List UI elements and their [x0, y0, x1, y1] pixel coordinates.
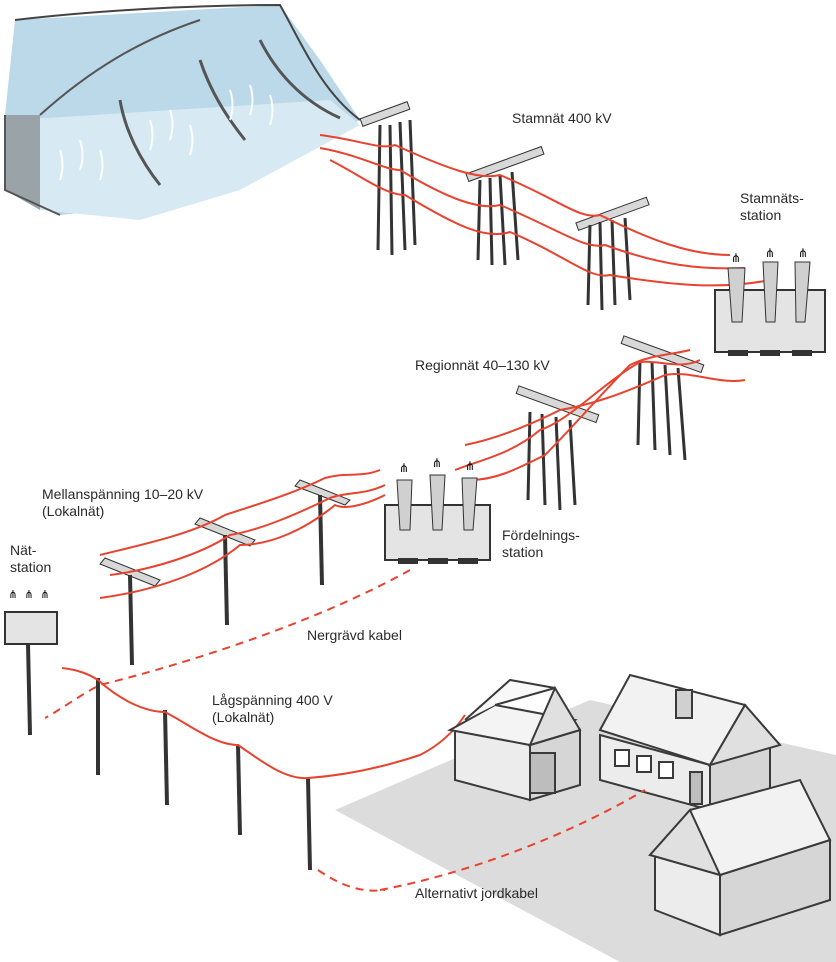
svg-text:⋔: ⋔ — [432, 456, 442, 470]
tower-4 — [620, 335, 705, 461]
svg-text:⋔: ⋔ — [8, 588, 17, 601]
label-natstation: Nät- station — [10, 542, 51, 576]
label-fordelning-line1: Fördelnings- — [502, 527, 580, 543]
label-mellanspanning-line2: (Lokalnät) — [42, 503, 105, 519]
label-fordelning-line2: station — [502, 544, 544, 560]
svg-text:⋔: ⋔ — [40, 588, 49, 601]
hydropower-dam-icon — [4, 3, 361, 280]
house-1 — [447, 678, 582, 802]
svg-text:⋔: ⋔ — [465, 459, 475, 473]
transmission-tower-icon — [515, 335, 705, 511]
label-lagspanning: Lågspänning 400 V (Lokalnät) — [212, 692, 333, 726]
label-nergravd-kabel: Nergrävd kabel — [307, 627, 402, 643]
label-natstation-line2: station — [10, 559, 52, 575]
label-mellanspanning-line1: Mellanspänning 10–20 kV — [42, 486, 204, 502]
regionnat-lines — [454, 349, 746, 481]
label-fordelningsstation: Fördelnings- station — [502, 527, 580, 561]
svg-text:⋔: ⋔ — [399, 461, 409, 475]
label-natstation-line1: Nät- — [10, 542, 37, 558]
label-stamnatsstation-line2: station — [740, 207, 782, 223]
svg-text:⋔: ⋔ — [765, 246, 775, 260]
tower-5 — [515, 385, 600, 511]
house-3 — [648, 778, 832, 937]
label-stamnatsstation-line1: Stamnäts- — [740, 190, 804, 206]
tower-3 — [575, 196, 650, 311]
transformer-station-icon: ⋔ ⋔ ⋔ — [4, 588, 58, 736]
lagspanning-line — [61, 667, 466, 780]
label-jordkabel: Alternativt jordkabel — [415, 885, 538, 901]
buried-cable — [44, 569, 411, 719]
utility-pole-icon — [96, 678, 312, 871]
tower-2 — [465, 145, 545, 266]
house-icon — [447, 673, 832, 937]
svg-text:⋔: ⋔ — [798, 246, 808, 260]
label-stamnatsstation: Stamnäts- station — [740, 190, 804, 224]
label-stamnat: Stamnät 400 kV — [512, 110, 612, 126]
transformer-station-icon: ⋔ ⋔ ⋔ — [714, 246, 826, 356]
stamnat-lines — [319, 134, 771, 287]
svg-text:⋔: ⋔ — [24, 588, 33, 601]
house-2 — [598, 673, 782, 812]
transformer-station-icon: ⋔ ⋔ ⋔ — [384, 456, 491, 564]
label-regionnat: Regionnät 40–130 kV — [415, 357, 550, 373]
label-mellanspanning: Mellanspänning 10–20 kV (Lokalnät) — [42, 486, 203, 520]
label-lagspanning-line2: (Lokalnät) — [212, 709, 275, 725]
svg-text:⋔: ⋔ — [731, 251, 741, 265]
label-lagspanning-line1: Lågspänning 400 V — [212, 692, 333, 708]
ground-cable — [317, 789, 646, 892]
mellanspanning-lines — [99, 469, 386, 599]
